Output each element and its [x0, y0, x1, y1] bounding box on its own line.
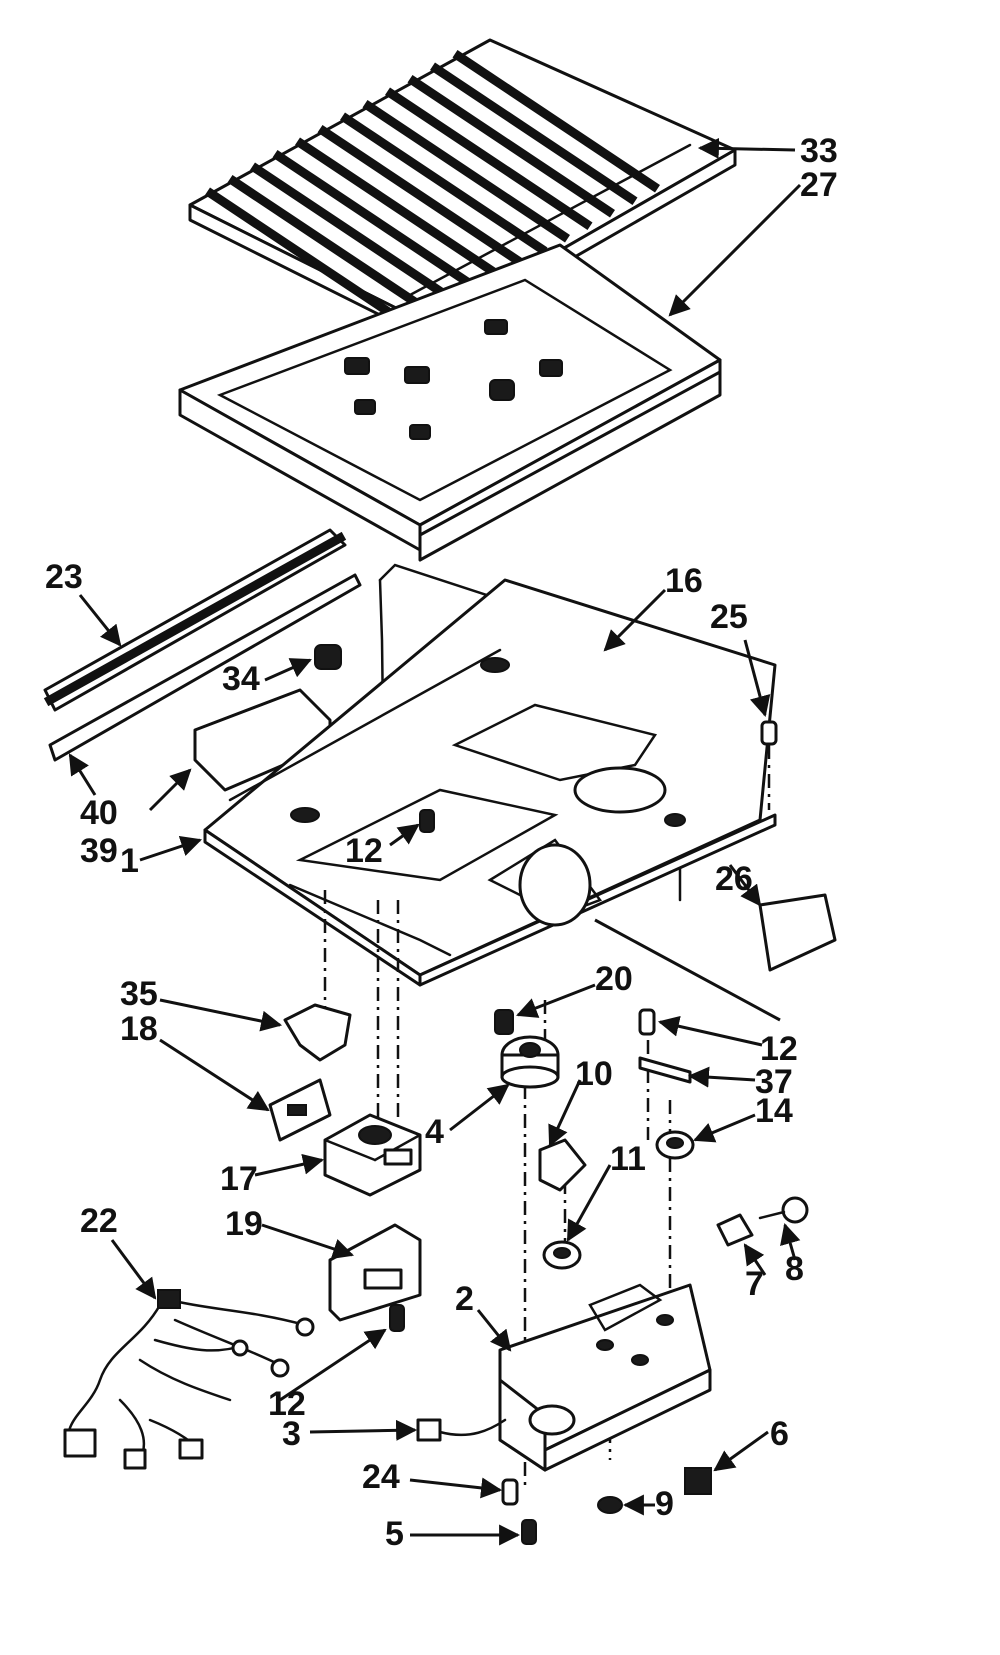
callout-18: 18	[120, 1010, 158, 1048]
part-14-grommet	[655, 1130, 695, 1160]
grille-slat	[227, 175, 435, 318]
callout-19: 19	[225, 1205, 263, 1243]
grille-slat	[317, 125, 525, 268]
grille-slat	[452, 50, 660, 193]
grille-slat	[205, 187, 413, 330]
callout-33: 33	[800, 132, 838, 170]
callout-40: 40	[80, 794, 118, 832]
callout-1: 1	[120, 842, 139, 880]
callout-34: 34	[222, 660, 260, 698]
callout-6: 6	[770, 1415, 789, 1453]
part-8-lamp	[758, 1196, 809, 1224]
callout-8: 8	[785, 1250, 804, 1288]
callout-12-lower: 12	[268, 1385, 306, 1423]
part-11-grommet	[542, 1240, 582, 1270]
callout-20: 20	[595, 960, 633, 998]
callout-9: 9	[655, 1485, 674, 1523]
part-9-washer	[597, 1496, 623, 1514]
part-3-connector	[416, 1418, 507, 1442]
part-7-socket	[716, 1213, 754, 1247]
grille-slat	[272, 150, 480, 293]
grille-slat	[430, 62, 638, 205]
part-34-knob	[314, 644, 342, 670]
part-23-rail	[43, 528, 347, 712]
callout-39: 39	[80, 832, 118, 870]
part-25-screw	[760, 720, 778, 810]
grille-slat	[407, 75, 615, 218]
callout-11: 11	[610, 1140, 646, 1178]
callout-25: 25	[710, 598, 748, 636]
part-35-clip	[283, 1003, 352, 1062]
callout-3: 3	[282, 1415, 301, 1453]
grille-slat	[250, 162, 458, 305]
grille-slat	[295, 137, 503, 280]
part-17-control-box	[323, 1113, 422, 1197]
part-26-cover	[758, 893, 837, 972]
callout-24: 24	[362, 1458, 400, 1496]
part-1-panel	[203, 578, 777, 987]
callout-2: 2	[455, 1280, 474, 1318]
part-27-frame	[178, 243, 722, 562]
grille-slat	[340, 112, 548, 255]
callout-leaders	[68, 137, 802, 1546]
callout-labels: 33 27 23 16 25 34 40 39 1 12 26 35 20 18…	[45, 132, 838, 1553]
callout-12-right: 12	[760, 1030, 798, 1068]
callout-23: 23	[45, 558, 83, 596]
callout-35: 35	[120, 975, 158, 1013]
grille-slat	[385, 87, 593, 230]
callout-12-upper: 12	[345, 832, 383, 870]
part-6-plug	[684, 1467, 712, 1495]
callout-26: 26	[715, 860, 753, 898]
callout-5: 5	[385, 1515, 404, 1553]
callout-10: 10	[575, 1055, 613, 1093]
part-4-knob	[500, 1035, 560, 1089]
grille-slat	[362, 100, 570, 243]
callout-27: 27	[800, 166, 838, 204]
part-40-rail	[48, 573, 362, 762]
callout-7: 7	[745, 1265, 764, 1303]
part-12-screws	[389, 809, 656, 1332]
callout-22: 22	[80, 1202, 118, 1240]
part-5-screw	[521, 1519, 537, 1545]
part-20-spring	[494, 1009, 514, 1035]
callout-16: 16	[665, 562, 703, 600]
callout-14: 14	[755, 1092, 793, 1130]
callout-4: 4	[425, 1113, 444, 1151]
part-24-screw	[501, 1478, 519, 1506]
callout-17: 17	[220, 1160, 258, 1198]
part-33-grille	[188, 38, 737, 342]
part-19-bracket	[328, 1223, 422, 1322]
part-2-base	[498, 1283, 712, 1472]
part-18-switch	[268, 1078, 332, 1142]
callout-37: 37	[755, 1063, 793, 1101]
part-10-relay	[538, 1138, 587, 1192]
part-22-wire-harness	[63, 1289, 315, 1470]
